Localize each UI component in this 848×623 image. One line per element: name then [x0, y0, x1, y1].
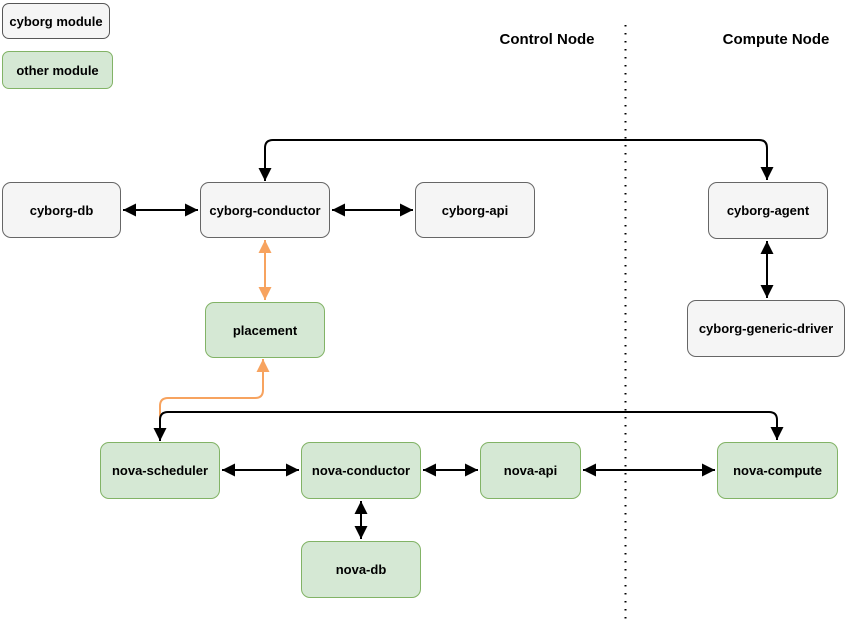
node-cyborg-api: cyborg-api: [415, 182, 535, 238]
zone-title-control-node: Control Node: [499, 31, 595, 48]
edge-nova-scheduler-placement: [159, 359, 270, 428]
node-cyborg-conductor: cyborg-conductor: [200, 182, 330, 238]
legend-other-module: other module: [2, 51, 113, 89]
edge-cyborg-conductor-cyborg-agent: [258, 139, 774, 181]
edge-nova-scheduler-nova-compute: [153, 411, 784, 441]
legend-cyborg-module: cyborg module: [2, 3, 110, 39]
node-nova-api: nova-api: [480, 442, 581, 499]
node-cyborg-db: cyborg-db: [2, 182, 121, 238]
node-nova-db: nova-db: [301, 541, 421, 598]
node-nova-scheduler: nova-scheduler: [100, 442, 220, 499]
node-nova-compute: nova-compute: [717, 442, 838, 499]
node-nova-conductor: nova-conductor: [301, 442, 421, 499]
zone-title-compute-node: Compute Node: [722, 31, 830, 48]
node-cyborg-agent: cyborg-agent: [708, 182, 828, 239]
node-placement: placement: [205, 302, 325, 358]
node-cyborg-generic-driver: cyborg-generic-driver: [687, 300, 845, 357]
